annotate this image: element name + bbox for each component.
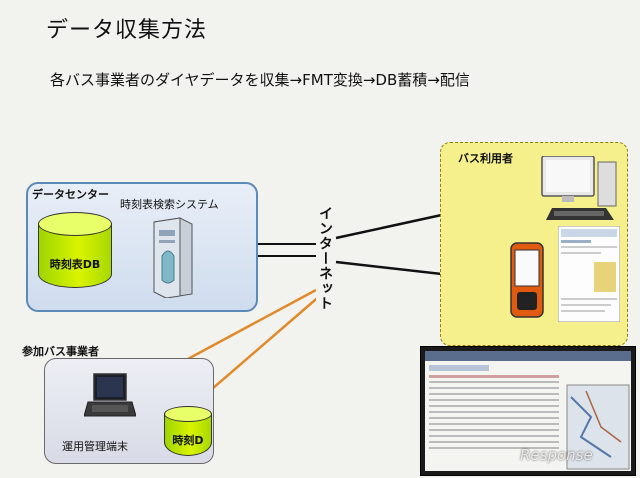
page-subtitle: 各バス事業者のダイヤデータを収集→FMT変換→DB蓄積→配信 (50, 71, 470, 89)
mobile-phone-icon (510, 242, 544, 318)
data-center-label: データセンター (32, 188, 109, 201)
desktop-pc-icon (541, 156, 617, 220)
users-label: バス利用者 (458, 152, 513, 165)
server-icon (153, 217, 193, 298)
ops-terminal-label: 運用管理端末 (62, 440, 128, 453)
timetable-db-label: 時刻表DB (49, 258, 101, 271)
search-system-label: 時刻表検索システム (120, 198, 219, 211)
page-title: データ収集方法 (46, 18, 208, 43)
watermark: Response (520, 446, 593, 464)
timetable-db-icon: 時刻表DB (38, 212, 112, 288)
operators-label: 参加バス事業者 (22, 345, 99, 358)
mobile-web-screenshot (558, 226, 620, 322)
laptop-icon (84, 373, 136, 417)
timetable-web-screenshot (420, 346, 636, 476)
internet-label: インターネット (316, 206, 334, 311)
operator-db-label: 時刻D (172, 434, 204, 447)
operator-db-icon: 時刻D (164, 406, 212, 456)
